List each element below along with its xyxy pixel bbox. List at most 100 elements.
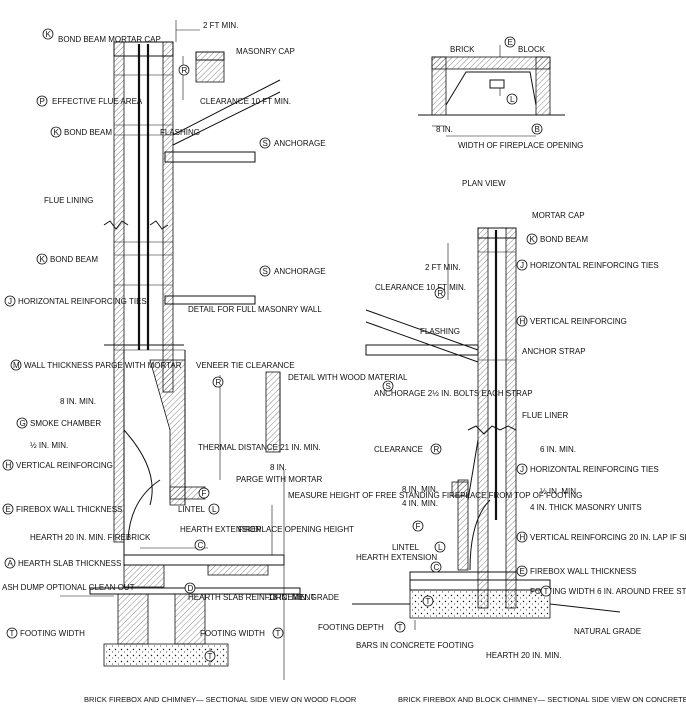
plan-back-wall <box>431 56 551 70</box>
label-vertical-reinforcing: VERTICAL REINFORCING <box>16 461 113 470</box>
label-right-firebox-wall: FIREBOX WALL THICKNESS <box>530 567 636 576</box>
callout-d: D <box>184 582 196 594</box>
callout-h-right-1: H <box>516 315 528 327</box>
svg-text:F: F <box>202 489 207 498</box>
callout-c-1: C <box>194 539 206 551</box>
label-right-bond-beam: BOND BEAM <box>540 235 588 244</box>
svg-text:T: T <box>426 597 431 606</box>
callout-j-right-1: J <box>516 259 528 271</box>
label-right-half-in: ½ IN. MIN. <box>540 487 578 496</box>
svg-text:C: C <box>434 563 440 572</box>
label-6in-min: 6 IN. MIN. <box>540 445 576 454</box>
svg-text:M: M <box>13 361 20 370</box>
label-detail-wood: DETAIL WITH WOOD MATERIAL <box>288 373 408 382</box>
label-wall-thickness: WALL THICKNESS PARGE WITH MORTAR <box>24 361 182 370</box>
label-hearth-slab-thickness: HEARTH SLAB THICKNESS <box>18 559 121 568</box>
callouts: K R P K S K S J M R G H E F L C A D T T … <box>2 28 552 662</box>
callout-k-2: K <box>50 126 62 138</box>
label-bond-beam-2: BOND BEAM <box>50 255 98 264</box>
svg-text:R: R <box>438 289 444 298</box>
callout-f-right: F <box>412 520 424 532</box>
right-firebox <box>467 439 491 571</box>
label-right-8in-min: 8 IN. MIN. <box>402 485 438 494</box>
label-fireplace-opening-height: FIREPLACE OPENING HEIGHT <box>238 525 354 534</box>
svg-text:T: T <box>276 629 281 638</box>
label-block: BLOCK <box>518 45 546 54</box>
svg-text:L: L <box>212 505 217 514</box>
label-hearth-20in: HEARTH 20 IN. MIN. <box>486 651 561 660</box>
svg-text:H: H <box>520 317 526 326</box>
label-plan-8in: 8 IN. <box>436 125 453 134</box>
svg-text:S: S <box>386 382 391 391</box>
svg-text:E: E <box>508 38 513 47</box>
svg-text:A: A <box>8 559 14 568</box>
svg-text:T: T <box>544 587 549 596</box>
callout-t-3: T <box>204 650 216 662</box>
wood-detail <box>265 371 281 453</box>
label-hearth-extension: HEARTH EXTENSION <box>180 525 261 534</box>
label-ash-dump: ASH DUMP OPTIONAL CLEAN OUT <box>2 583 135 592</box>
svg-text:K: K <box>46 30 52 39</box>
joist <box>164 151 256 163</box>
label-footing-width-2: FOOTING WIDTH <box>200 629 265 638</box>
mortar-cap <box>113 41 174 57</box>
right-hearth <box>409 571 517 581</box>
svg-text:C: C <box>198 541 204 550</box>
label-flashing: FLASHING <box>160 128 200 137</box>
callout-t-right-1: T <box>422 595 434 607</box>
label-18in-min-grade: 18 IN. MIN. GRADE <box>268 593 339 602</box>
label-right-clearance: CLEARANCE <box>374 445 423 454</box>
svg-text:J: J <box>8 297 12 306</box>
callout-r-right-2: R <box>430 443 442 455</box>
right-roof <box>365 309 479 363</box>
svg-text:G: G <box>20 419 26 428</box>
svg-text:S: S <box>263 267 268 276</box>
svg-text:P: P <box>40 97 45 106</box>
label-footing-width-1: FOOTING WIDTH <box>20 629 85 638</box>
label-lintel: LINTEL <box>178 505 206 514</box>
label-right-vertical-reinforcing: VERTICAL REINFORCING <box>530 317 627 326</box>
svg-text:J: J <box>520 465 524 474</box>
callout-h-right-2: H <box>516 531 528 543</box>
callout-k-3: K <box>36 253 48 265</box>
left-chimney-wall-inner <box>162 41 174 393</box>
left-caption: BRICK FIREBOX AND CHIMNEY— SECTIONAL SID… <box>84 695 357 704</box>
label-flue-lining: FLUE LINING <box>44 196 93 205</box>
svg-text:L: L <box>510 95 515 104</box>
svg-text:T: T <box>398 623 403 632</box>
svg-text:R: R <box>182 66 188 75</box>
label-measure-height: MEASURE HEIGHT OF FREE STANDING FIREPLAC… <box>288 491 582 500</box>
masonry-cap-detail <box>195 51 225 83</box>
label-parge-with-mortar: PARGE WITH MORTAR <box>236 475 322 484</box>
left-labels: BOND BEAM MORTAR CAP 2 FT MIN. MASONRY C… <box>2 21 582 704</box>
label-vertical-reinforcing-lap: VERTICAL REINFORCING 20 IN. LAP IF SPLIC… <box>530 533 686 542</box>
callout-j-1: J <box>4 295 16 307</box>
callout-l-plan: L <box>506 93 518 105</box>
floor-joist <box>164 295 256 305</box>
callout-s-2: S <box>259 265 271 277</box>
label-firebox-wall-thickness: FIREBOX WALL THICKNESS <box>16 505 122 514</box>
label-effective-flue-area: EFFECTIVE FLUE AREA <box>52 97 143 106</box>
label-right-flashing: FLASHING <box>420 327 460 336</box>
callout-g: G <box>16 417 28 429</box>
plan-view <box>418 45 565 137</box>
right-sectional-view <box>352 227 621 630</box>
svg-text:K: K <box>54 128 60 137</box>
callout-a: A <box>4 557 16 569</box>
left-sectional-view <box>60 20 301 680</box>
callout-k-1: K <box>42 28 54 40</box>
svg-text:T: T <box>10 629 15 638</box>
label-footing-depth: FOOTING DEPTH <box>318 623 384 632</box>
callout-e-1: E <box>2 503 14 515</box>
plan-labels: BRICK BLOCK 8 IN. WIDTH OF FIREPLACE OPE… <box>436 45 583 188</box>
label-thermal-distance: THERMAL DISTANCE 21 IN. MIN. <box>198 443 321 452</box>
label-2ft-min: 2 FT MIN. <box>203 21 238 30</box>
label-4in-min: 4 IN. MIN. <box>402 499 438 508</box>
right-caption: BRICK FIREBOX AND BLOCK CHIMNEY— SECTION… <box>398 695 686 704</box>
svg-text:T: T <box>208 652 213 661</box>
callout-t-2: T <box>272 627 284 639</box>
right-chimney-wall-back <box>505 227 517 609</box>
callout-t-right-2: T <box>540 585 552 597</box>
label-bars-in-concrete: BARS IN CONCRETE FOOTING <box>356 641 474 650</box>
